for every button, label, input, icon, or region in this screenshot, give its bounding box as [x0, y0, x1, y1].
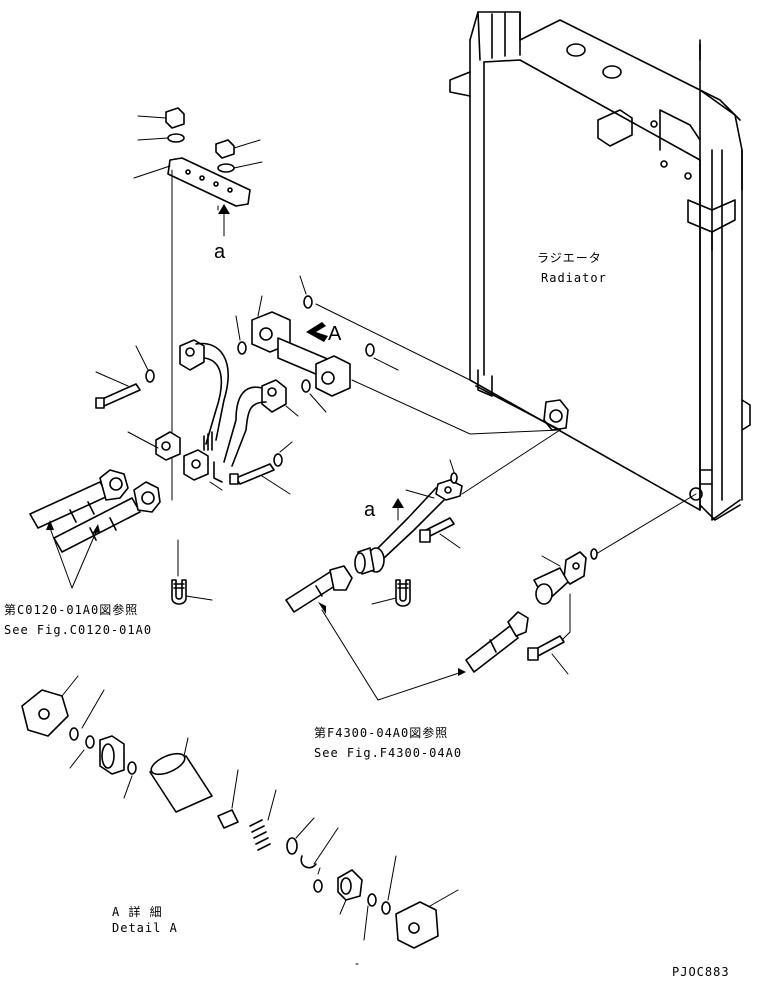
left-pipes — [95, 339, 299, 495]
marker-a-top: a — [214, 241, 226, 263]
drawing-code: PJOC883 — [672, 965, 730, 979]
ref-f4300-ja: 第F4300-04A0図参照 — [314, 725, 448, 740]
detail-a-label-ja: A 詳 細 — [112, 904, 163, 919]
leader-f4300 — [321, 609, 463, 701]
right-elbow-and-hose — [465, 548, 598, 675]
view-marker-a: A — [328, 323, 342, 345]
center-valve-block — [235, 275, 561, 435]
radiator-label-ja: ラジエータ — [537, 251, 602, 265]
ref-c0120-en: See Fig.C0120-01A0 — [4, 623, 152, 637]
radiator-label-en: Radiator — [541, 271, 607, 285]
detail-a-label-en: Detail A — [112, 921, 178, 935]
radiator — [449, 11, 751, 521]
leader-c0120 — [49, 527, 97, 589]
detail-a-exploded — [21, 675, 459, 965]
u-bolt-center — [371, 579, 411, 607]
hoses-left — [29, 469, 161, 553]
bracket-assembly — [133, 107, 263, 501]
ref-f4300-en: See Fig.F4300-04A0 — [314, 746, 462, 760]
right-pipe-assembly — [354, 429, 697, 575]
hose-center — [285, 565, 353, 613]
ref-c0120-ja: 第C0120-01A0図参照 — [4, 602, 138, 617]
u-bolt-left — [171, 539, 213, 605]
marker-a-right: a — [364, 499, 376, 521]
